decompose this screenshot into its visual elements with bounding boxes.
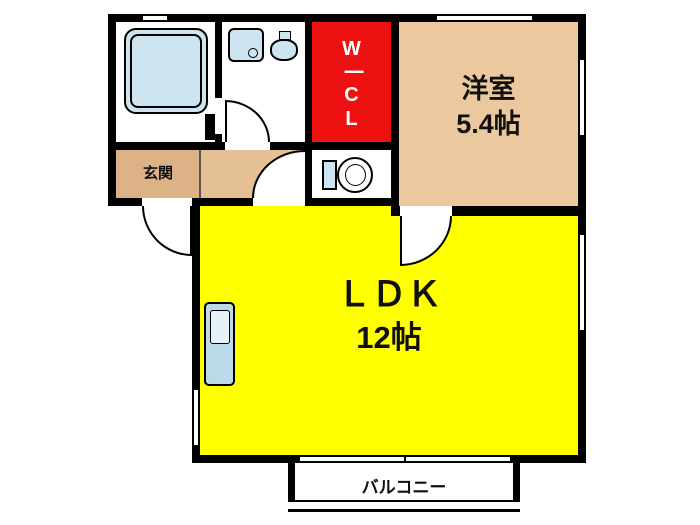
ldk-right-window <box>578 235 586 330</box>
balcony-label: バルコニー <box>361 478 447 497</box>
bathroom-door-opening <box>215 98 222 134</box>
western-room-name: 洋室 <box>461 74 516 104</box>
wall-entrance-bottom <box>108 198 142 206</box>
bathtub-inner-line <box>130 34 202 108</box>
balcony-sliding-window-mullion <box>404 455 406 463</box>
western-room-size: 5.4帖 <box>456 109 521 140</box>
room-western <box>399 22 578 208</box>
hallway-door-opening <box>253 198 305 206</box>
walk-in-closet-label: W一CL <box>340 38 363 132</box>
room-walk-in-closet <box>312 22 391 142</box>
room-ldk <box>200 206 578 455</box>
washing-machine-pan-fixture <box>228 28 264 62</box>
western-room-door-opening <box>400 206 452 216</box>
wall-bath-washroom-lower <box>215 134 222 142</box>
balcony-wall-right <box>513 463 520 502</box>
western-room-top-window <box>437 14 532 22</box>
washing-machine-drain <box>248 48 258 58</box>
kitchen-counter-fixture <box>204 302 235 386</box>
bathtub-fixture <box>124 28 208 114</box>
wall-under-washroom <box>270 142 312 150</box>
wall-toilet-bottom <box>305 198 399 206</box>
balcony-wall-left <box>288 463 295 502</box>
washbasin-fixture <box>270 39 298 61</box>
room-balcony <box>295 463 513 502</box>
ldk-label: ＬＤＫ 12帖 <box>200 272 578 358</box>
wall-left <box>108 14 116 206</box>
toilet-bowl-fixture <box>337 157 373 193</box>
toilet-tank-fixture <box>322 160 337 190</box>
entrance-step-line <box>199 150 201 198</box>
wall-hallway-bottom <box>192 198 253 206</box>
bathroom-window <box>143 14 167 22</box>
bathroom-door-panel <box>205 114 215 140</box>
ldk-name: ＬＤＫ <box>336 275 442 314</box>
kitchen-sink <box>210 310 230 344</box>
western-room-label: 洋室 5.4帖 <box>399 72 578 142</box>
wall-under-closet <box>305 142 399 150</box>
wall-washroom-closet <box>305 22 312 206</box>
entrance-door-arc <box>142 206 192 256</box>
wall-under-bathroom <box>108 142 225 150</box>
ldk-size: 12帖 <box>356 319 422 355</box>
room-entrance <box>116 150 200 198</box>
wall-ldk-left <box>192 198 200 463</box>
entrance-label: 玄関 <box>142 165 173 182</box>
entrance-door-opening <box>142 198 192 206</box>
wall-top <box>108 14 586 22</box>
wall-bath-washroom-upper <box>215 22 222 98</box>
balcony-railing <box>288 500 520 512</box>
wall-western-bottom <box>391 206 586 216</box>
western-room-side-window <box>578 60 586 135</box>
washroom-door-opening <box>225 142 270 150</box>
toilet-seat-line <box>345 164 366 186</box>
ldk-left-window <box>192 390 200 445</box>
wall-closet-western <box>391 14 399 216</box>
